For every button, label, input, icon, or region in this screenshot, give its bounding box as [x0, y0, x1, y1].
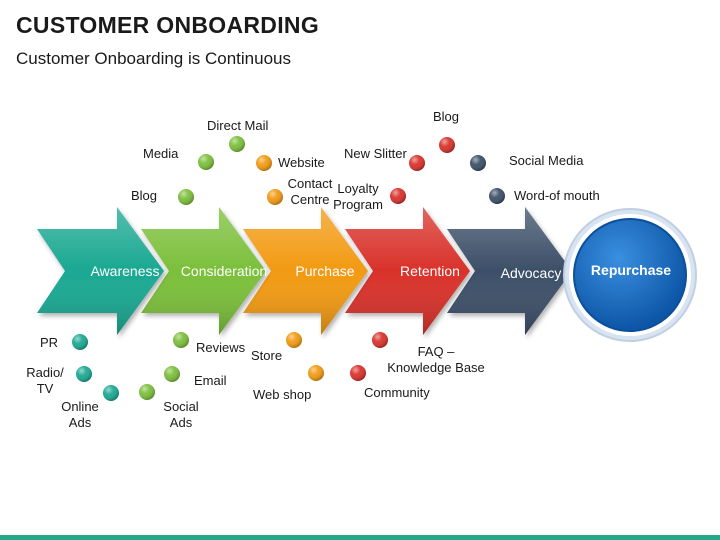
stage-label-retention: Retention	[400, 263, 460, 279]
dot-reviews	[173, 332, 189, 348]
touchpoint-label-website: Website	[278, 155, 325, 170]
page-subtitle: Customer Onboarding is Continuous	[16, 49, 291, 68]
touchpoint-label-radio-tv-1: Radio/	[26, 365, 64, 380]
stage-label-repurchase: Repurchase	[591, 262, 671, 278]
bottom-accent-bar	[0, 535, 720, 540]
touchpoint-label-blog-2: Blog	[433, 109, 459, 124]
touchpoint-label-social-ads-2: Ads	[170, 415, 193, 430]
touchpoint-label-loyalty-program-2: Program	[333, 197, 383, 212]
dot-store	[286, 332, 302, 348]
touchpoint-label-reviews: Reviews	[196, 340, 246, 355]
touchpoint-label-social-media: Social Media	[509, 153, 584, 168]
dot-contact-centre	[267, 189, 283, 205]
dot-loyalty-program	[390, 188, 406, 204]
touchpoint-label-store: Store	[251, 348, 282, 363]
touchpoint-dots	[72, 136, 505, 401]
dot-online-ads	[103, 385, 119, 401]
touchpoint-label-faq-2: Knowledge Base	[387, 360, 485, 375]
touchpoint-label-new-slitter: New Slitter	[344, 146, 408, 161]
dot-new-slitter	[409, 155, 425, 171]
dot-website	[256, 155, 272, 171]
stage-label-purchase: Purchase	[295, 263, 354, 279]
stage-arrow-awareness	[37, 207, 164, 335]
stage-label-consideration: Consideration	[181, 263, 267, 279]
dot-community	[350, 365, 366, 381]
dot-social-media	[470, 155, 486, 171]
touchpoint-label-media: Media	[143, 146, 179, 161]
touchpoint-label-word-of-mouth: Word-of mouth	[514, 188, 600, 203]
touchpoint-label-direct-mail: Direct Mail	[207, 118, 269, 133]
touchpoint-label-loyalty-program-1: Loyalty	[337, 181, 379, 196]
dot-blog-2	[439, 137, 455, 153]
stage-arrow-retention	[345, 207, 470, 335]
dot-pr	[72, 334, 88, 350]
page-title: CUSTOMER ONBOARDING	[16, 12, 320, 38]
stage-label-advocacy: Advocacy	[501, 265, 562, 281]
dot-faq	[372, 332, 388, 348]
dot-word-of-mouth	[489, 188, 505, 204]
stage-arrow-consideration	[141, 207, 266, 335]
touchpoint-label-contact-centre-1: Contact	[288, 176, 333, 191]
touchpoint-label-online-ads-2: Ads	[69, 415, 92, 430]
touchpoint-label-contact-centre-2: Centre	[290, 192, 329, 207]
dot-radio-tv	[76, 366, 92, 382]
touchpoint-label-email: Email	[194, 373, 227, 388]
dot-email	[164, 366, 180, 382]
touchpoint-label-web-shop: Web shop	[253, 387, 311, 402]
touchpoint-label-faq-1: FAQ –	[418, 344, 456, 359]
touchpoint-label-blog-1: Blog	[131, 188, 157, 203]
stage-arrow-purchase	[243, 207, 368, 335]
repurchase-circle	[563, 208, 697, 342]
touchpoint-label-radio-tv-2: TV	[37, 381, 54, 396]
touchpoint-label-social-ads-1: Social	[163, 399, 199, 414]
dot-media	[198, 154, 214, 170]
touchpoint-label-online-ads-1: Online	[61, 399, 99, 414]
dot-blog-1	[178, 189, 194, 205]
stage-arrow-advocacy	[447, 207, 572, 335]
stage-label-awareness: Awareness	[90, 263, 159, 279]
dot-social-ads	[139, 384, 155, 400]
touchpoint-label-pr: PR	[40, 335, 58, 350]
dot-direct-mail	[229, 136, 245, 152]
dot-web-shop	[308, 365, 324, 381]
touchpoint-label-community: Community	[364, 385, 430, 400]
